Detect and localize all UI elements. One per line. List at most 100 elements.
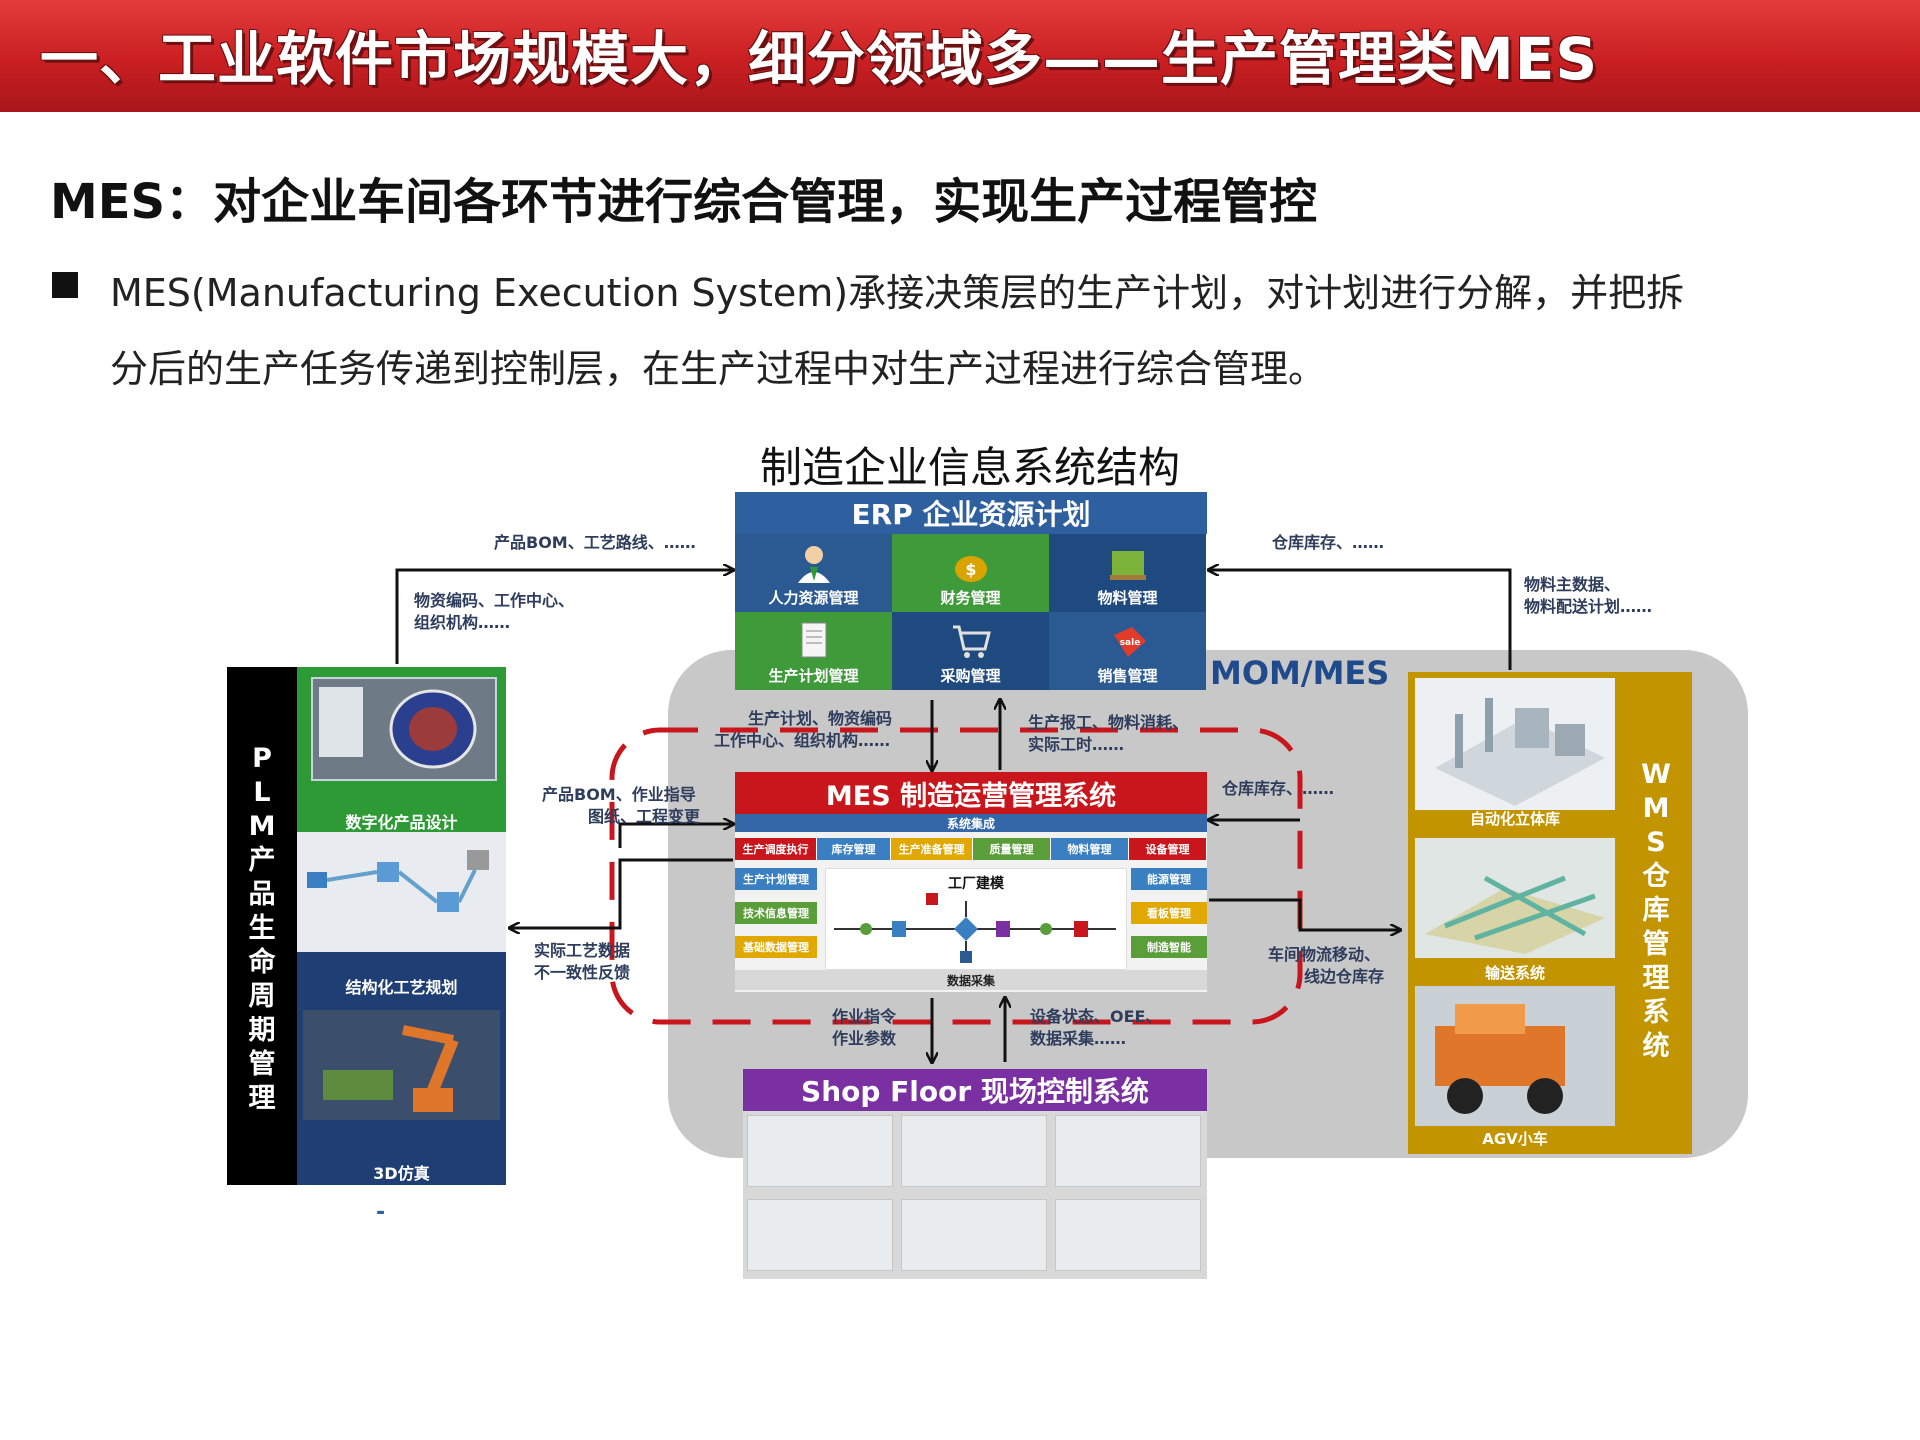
erp-module-4: 生产计划管理 [735,612,892,690]
label-mes-sf-2: 作业参数 [832,1029,897,1048]
wms-title-char-7: 理 [1642,963,1670,994]
engine-cad-icon [319,687,477,769]
mes-top-modules: 生产调度执行库存管理生产准备管理质量管理物料管理设备管理 [735,838,1207,860]
label-sf-mes-1: 设备状态、OEE、 [1030,1007,1162,1026]
plm-title-char-1: P [252,743,272,774]
wms-caption-warehouse: 自动化立体库 [1469,810,1560,828]
wms-caption-conveyor: 输送系统 [1484,964,1545,982]
erp-module-5: 采购管理 [892,612,1049,690]
paragraph-line-2: 分后的生产任务传递到控制层，在生产过程中对生产过程进行综合管理。 [110,347,1327,391]
erp-module-6: sale 销售管理 [1049,612,1206,690]
plm-title-char-7: 命 [248,947,276,978]
svg-text:$: $ [965,560,976,579]
erp-module-label: 采购管理 [940,667,1001,685]
wms-title-char-8: 系 [1642,997,1670,1028]
erp-header: ERP 企业资源计划 [735,492,1207,534]
mes-data-collection-bar: 数据采集 [735,970,1207,990]
conveyor-system-icon [1425,875,1605,954]
plm-title-char-9: 期 [248,1015,276,1046]
arrow-mes-to-wms [1209,898,1400,930]
person-icon [797,546,830,583]
plm-title-char-5: 品 [248,879,276,910]
mes-top-module-4: 质量管理 [973,838,1051,860]
label-wms-mes: 仓库库存、…… [1222,779,1335,798]
wms-title-char-9: 统 [1642,1031,1670,1062]
label-plm-erp-1: 物资编码、工作中心、 [414,591,575,610]
plm-digital-design-panel: 数字化产品设计 [297,667,506,832]
subtitle: MES：对企业车间各环节进行综合管理，实现生产过程管控 [50,174,1318,230]
wms-title-char-1: W [1641,759,1671,790]
mes-top-module-3: 生产准备管理 [891,838,973,860]
shop-floor-header: Shop Floor 现场控制系统 [743,1069,1207,1111]
mes-left-module-3: 基础数据管理 [735,936,817,958]
mes-left-module-2: 技术信息管理 [735,902,817,924]
label-mes-erp-1: 生产报工、物料消耗、 [1028,713,1189,732]
plm-process-planning-image [297,832,506,952]
plm-title-char-11: 理 [248,1083,276,1114]
process-flow-icon [307,850,489,912]
cad-engine-image [311,677,497,781]
robot-simulation-image [303,1010,500,1120]
wms-warehouse-image: 自动化立体库 [1415,678,1615,828]
erp-module-3: 物料管理 [1049,534,1206,612]
wms-title-char-3: S [1646,827,1666,858]
label-wms-erp-2: 物料配送计划…… [1524,597,1653,616]
conveyor-machine-image [747,1115,893,1187]
plm-title-char-10: 管 [248,1049,276,1080]
label-mes-sf-1: 作业指令 [832,1007,897,1026]
wms-title-char-4: 仓 [1642,861,1670,892]
label-erp-plm-top: 产品BOM、工艺路线、…… [494,533,696,552]
factory-hall-image [1055,1115,1201,1187]
label-plm-mes-1: 产品BOM、作业指导 [542,785,696,804]
money-bag-icon: $ [954,556,987,582]
erp-module-1: 人力资源管理 [735,534,892,612]
document-icon [801,622,826,658]
label-mes-plm-2: 不一致性反馈 [534,963,631,982]
arrow-wms-to-erp [1209,570,1512,670]
mes-header: MES 制造运营管理系统 [735,772,1207,814]
shop-floor-image-grid [743,1111,1207,1279]
mes-right-module-3: 制造智能 [1131,936,1207,958]
factory-flow-icon [834,893,1116,963]
erp-module-label: 销售管理 [1097,667,1158,685]
robot-arm-icon [323,1025,459,1112]
mes-top-module-2: 库存管理 [817,838,891,860]
erp-module-label: 生产计划管理 [768,667,859,685]
label-mes-erp-2: 实际工时…… [1028,735,1125,754]
erp-module-grid: 人力资源管理 $ 财务管理 物料管理生产计划管理 采购管理 sale 销售管理 [735,534,1207,690]
plm-vertical-bar [227,667,297,1185]
erp-module-2: $ 财务管理 [892,534,1049,612]
label-mes-wms-2: 线边仓库存 [1304,967,1385,986]
plm-caption-planning: 结构化工艺规划 [345,978,458,997]
mes-right-module-1: 能源管理 [1131,868,1207,890]
label-erp-mes-2: 工作中心、组织机构…… [714,731,891,750]
mes-integration-bar: 系统集成 [735,814,1207,832]
mes-top-module-1: 生产调度执行 [735,838,817,860]
pallet-icon [1109,551,1146,580]
arrow-plm-to-erp [395,570,733,664]
label-mes-plm-1: 实际工艺数据 [534,941,631,960]
label-wms-erp-1: 物料主数据、 [1524,575,1621,594]
plm-simulation-panel: 3D仿真 [297,1010,506,1185]
plm-caption-simulation: 3D仿真 [373,1164,430,1183]
mes-top-module-5: 物料管理 [1051,838,1129,860]
factory-model-panel: 工厂建模 [825,868,1127,970]
arrow-plm-to-mes [618,824,733,848]
mes-left-module-1: 生产计划管理 [735,868,817,890]
plm-title-char-4: 产 [248,845,276,876]
plc-devices-image [901,1199,1047,1271]
factory-model-label: 工厂建模 [948,876,1004,892]
svg-text:sale: sale [1119,638,1140,648]
label-plm-erp-2: 组织机构…… [414,613,511,632]
erp-module-label: 人力资源管理 [768,589,859,607]
plm-dash-mark: - [376,1200,386,1225]
plm-title-char-6: 生 [248,913,276,944]
erp-module-label: 财务管理 [940,589,1001,607]
production-line-image [901,1115,1047,1187]
mom-mes-label: MOM/MES [1210,654,1390,692]
header-band [0,0,1920,112]
